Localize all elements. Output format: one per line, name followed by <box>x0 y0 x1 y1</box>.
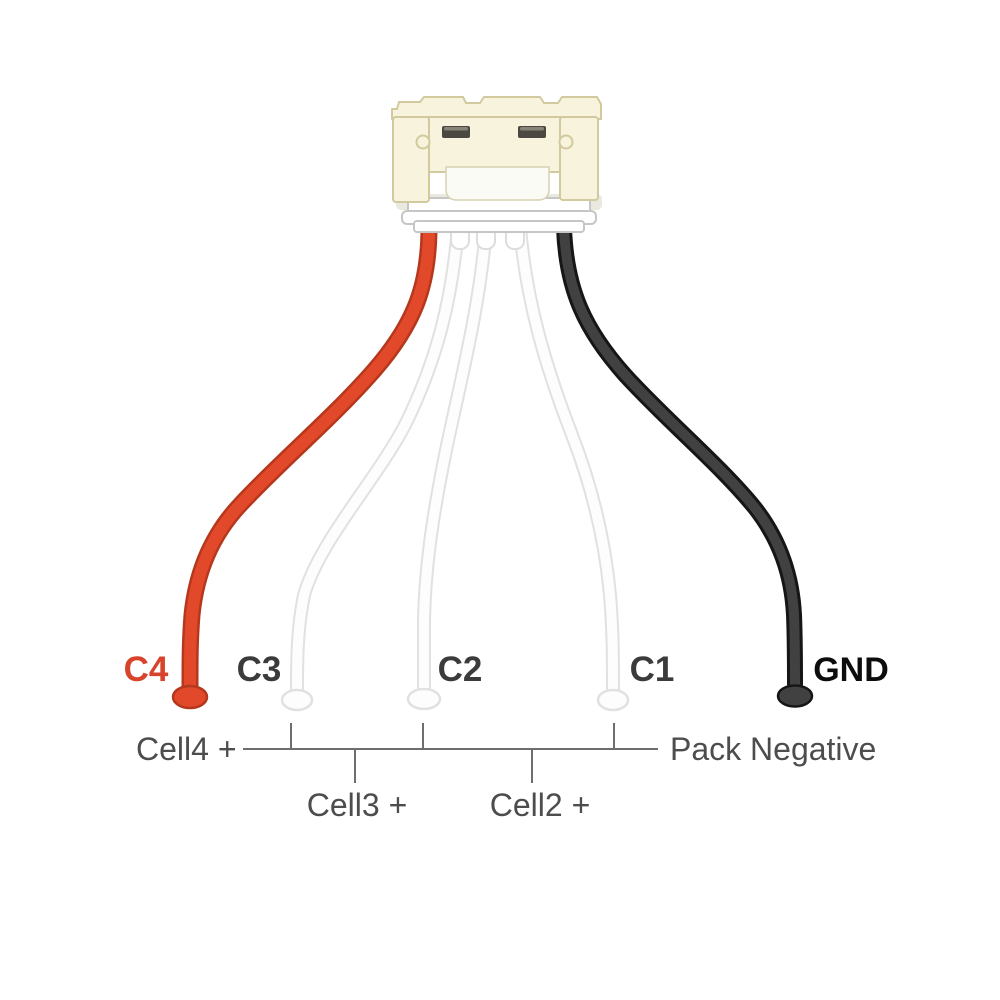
connector-latch-slot-highlight-right <box>520 127 544 131</box>
wire-label-c2: C2 <box>438 650 483 689</box>
connector-housing <box>391 96 602 250</box>
wire-gnd-core <box>559 222 800 689</box>
wire-c4 <box>171 218 438 710</box>
wire-c3-terminal <box>280 688 314 712</box>
wire-c3 <box>280 220 465 712</box>
wire-c3-core <box>292 222 463 693</box>
terminal-label-cell4: Cell4 + <box>136 731 237 767</box>
wire-c2-terminal <box>406 687 442 711</box>
terminal-label-pack-negative: Pack Negative <box>670 731 876 767</box>
wire-label-c4: C4 <box>124 650 169 689</box>
wire-gnd <box>556 219 814 708</box>
connector-latch-slot-highlight-left <box>444 127 468 131</box>
wire-c1 <box>513 220 630 712</box>
wire-gnd-terminal <box>776 684 814 708</box>
connector-cap <box>391 96 602 120</box>
wire-c4-core <box>184 221 435 692</box>
terminal-bracket <box>243 723 658 783</box>
wire-label-c1: C1 <box>630 650 675 689</box>
connector-side-hole-left <box>415 134 431 150</box>
terminal-labels: Cell4 + Cell3 + Cell2 + Pack Negative <box>136 731 876 823</box>
wire-label-c3: C3 <box>237 650 282 689</box>
wire-label-gnd: GND <box>813 651 889 689</box>
wire-c2 <box>406 220 493 711</box>
wires <box>171 218 814 712</box>
wire-c4-terminal <box>171 684 209 710</box>
terminal-label-cell3: Cell3 + <box>307 787 408 823</box>
terminal-label-cell2: Cell2 + <box>490 787 591 823</box>
wire-c3-outline <box>290 220 465 695</box>
wire-c1-terminal <box>596 688 630 712</box>
connector-right-wing <box>559 116 599 201</box>
connector-side-hole-right <box>558 134 574 150</box>
connector-center-block <box>427 116 562 173</box>
connector-recess <box>445 166 550 201</box>
wire-c2-core <box>419 222 491 695</box>
wire-c1-core <box>515 222 618 695</box>
wire-gnd-outline <box>556 219 803 692</box>
wire-labels: C4 C3 C2 C1 GND <box>124 650 889 689</box>
connector-left-wing <box>392 116 430 203</box>
connector-base-bottom <box>413 220 585 233</box>
